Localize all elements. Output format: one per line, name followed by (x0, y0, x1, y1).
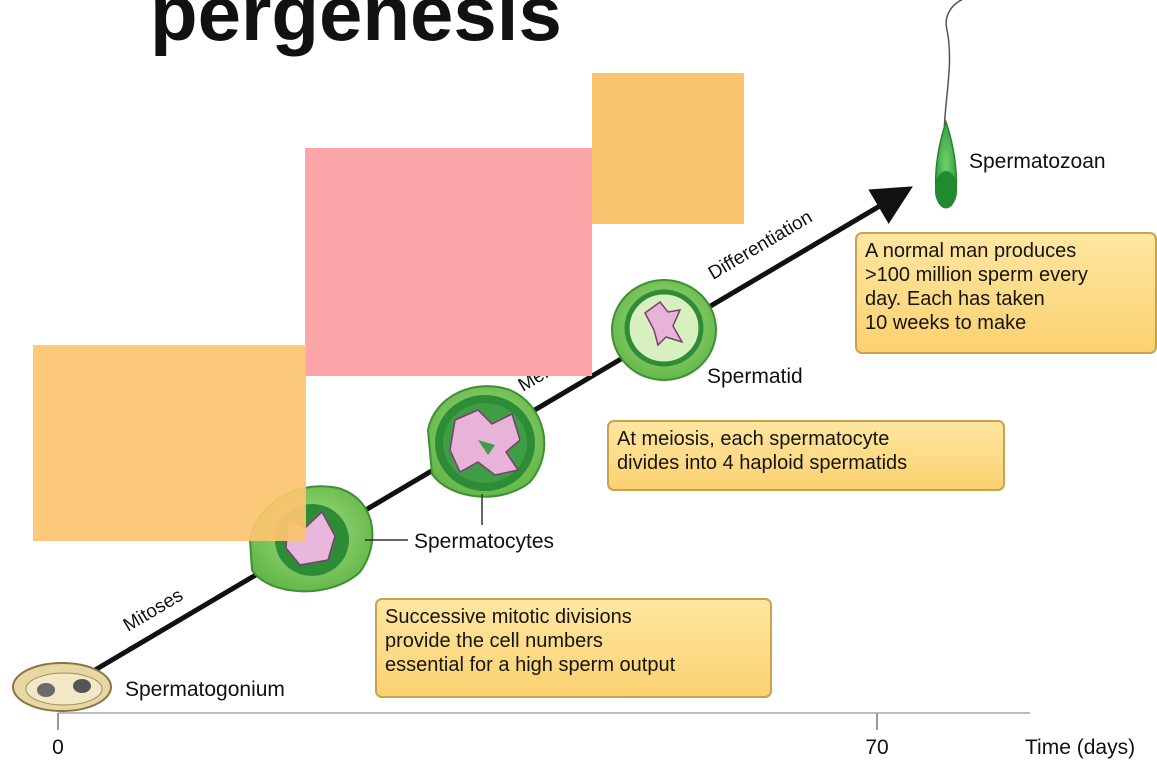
note-mitotic-line-3: essential for a high sperm output (385, 654, 676, 676)
spermatocyte-cell-large (426, 385, 546, 498)
overlay-block-orange-top (592, 73, 744, 224)
stage-label-spermatogonium: Spermatogonium (125, 678, 285, 701)
note-production-line-2: >100 million sperm every (865, 264, 1088, 286)
stage-label-spermatozoan: Spermatozoan (969, 150, 1106, 173)
overlay-block-orange-left (33, 345, 306, 541)
header-text: pergenesis (150, 0, 562, 57)
note-meiosis-line-2: divides into 4 haploid spermatids (617, 452, 908, 474)
note-mitotic-divisions: Successive mitotic divisions provide the… (375, 598, 772, 698)
note-production-line-1: A normal man produces (865, 240, 1077, 262)
time-axis: 0 70 Time (days) (52, 712, 1135, 759)
note-mitotic-line-2: provide the cell numbers (385, 630, 603, 652)
stage-label-spermatocytes: Spermatocytes (414, 530, 554, 553)
stage-label-spermatid: Spermatid (707, 365, 803, 388)
note-production-line-4: 10 weeks to make (865, 312, 1027, 334)
axis-title: Time (days) (1025, 736, 1135, 759)
note-meiosis: At meiosis, each spermatocyte divides in… (607, 420, 1005, 491)
note-sperm-production: A normal man produces >100 million sperm… (855, 232, 1157, 354)
note-mitotic-line-1: Successive mitotic divisions (385, 606, 632, 628)
process-label-mitoses: Mitoses (120, 585, 187, 636)
spermatid-cell (611, 279, 717, 381)
overlay-block-red (305, 148, 592, 376)
axis-tick-label-70: 70 (865, 736, 888, 759)
note-production-line-3: day. Each has taken (865, 288, 1045, 310)
spermatogonium-cell (12, 662, 112, 712)
note-meiosis-line-1: At meiosis, each spermatocyte (617, 428, 890, 450)
spermatozoan-cell (934, 0, 963, 209)
axis-tick-label-0: 0 (52, 736, 64, 759)
